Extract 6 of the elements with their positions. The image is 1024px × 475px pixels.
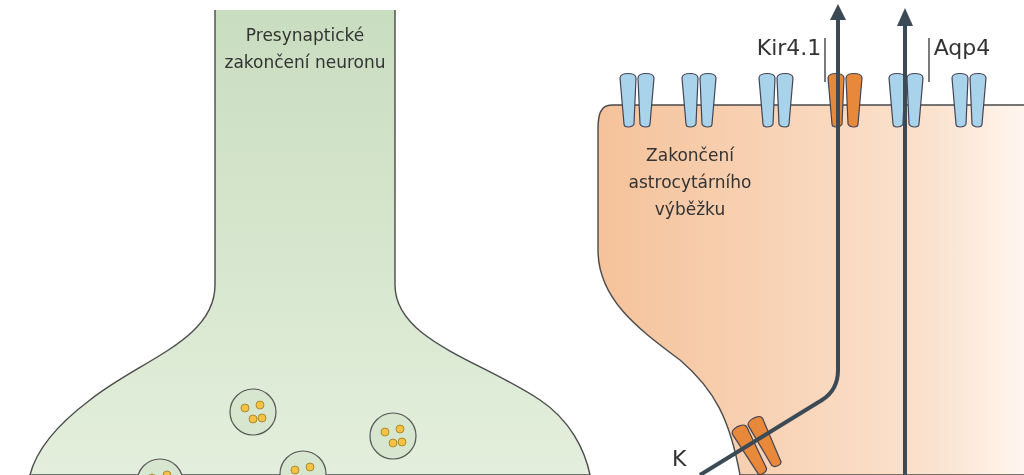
terminal-label: Presynaptické zakončení neuronu [223,24,387,74]
leader-line [824,37,826,83]
process-label: Zakončení astrocytárního výběžku [627,144,753,221]
leader-line [928,37,930,83]
protein-label: Kir4.1 [755,34,823,62]
protein-label: Aqp4 [932,34,992,62]
